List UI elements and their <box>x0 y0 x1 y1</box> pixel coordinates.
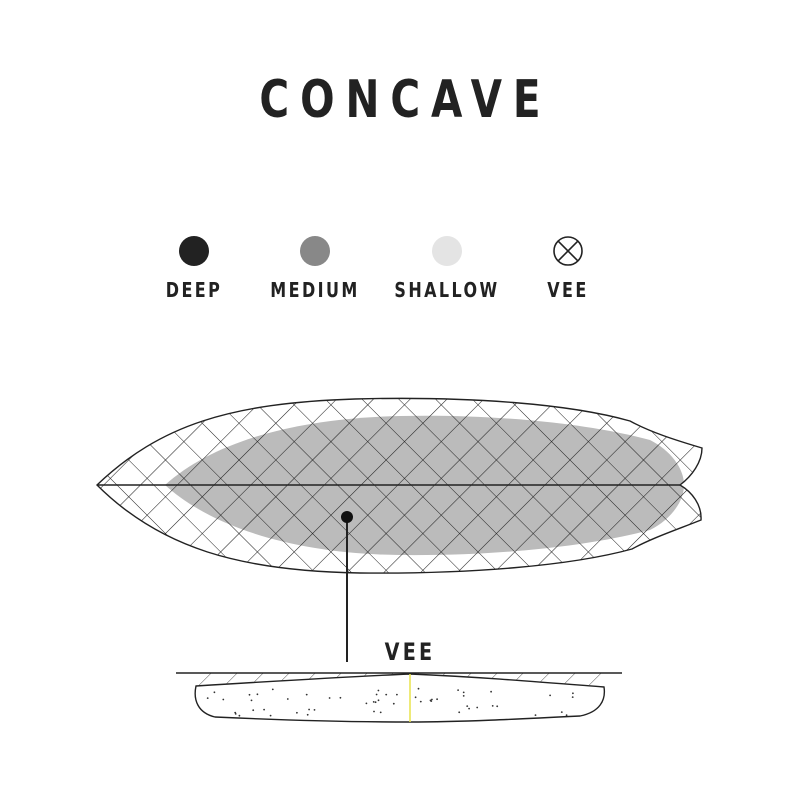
foam-dot <box>466 705 469 707</box>
foam-dot <box>372 701 375 703</box>
foam-dot <box>560 711 563 713</box>
foam-dot <box>549 694 551 697</box>
foam-dot <box>414 696 417 699</box>
foam-dot <box>374 701 377 704</box>
foam-dot <box>431 698 433 701</box>
foam-dot <box>430 700 433 702</box>
foam-dot <box>248 693 251 696</box>
surfboard-planform <box>95 397 703 574</box>
foam-dot <box>238 714 241 717</box>
foam-dot <box>365 702 368 705</box>
crossed-circle-icon <box>553 236 583 266</box>
foam-texture <box>206 687 574 717</box>
foam-dot <box>396 693 398 696</box>
legend-label-deep: DEEP <box>165 278 223 302</box>
foam-dot <box>296 711 298 714</box>
foam-dot <box>572 692 574 695</box>
foam-dot <box>286 698 289 700</box>
cross-section-shape <box>194 673 606 723</box>
foam-dot <box>417 687 420 690</box>
foam-dot <box>256 693 259 696</box>
legend-item-deep: DEEP <box>124 232 264 302</box>
foam-dot <box>234 713 237 715</box>
foam-dot <box>305 693 308 696</box>
foam-dot <box>269 714 272 717</box>
foam-dot <box>313 709 316 711</box>
legend-label-medium: MEDIUM <box>270 278 360 302</box>
foam-dot <box>306 713 309 716</box>
foam-dot <box>263 708 265 711</box>
foam-dot <box>373 710 375 713</box>
foam-dot <box>496 705 499 708</box>
foam-dot <box>491 705 494 707</box>
medium-circle-icon <box>300 236 330 266</box>
legend-item-vee: VEE <box>498 232 638 302</box>
foam-dot <box>271 688 274 691</box>
vee-crosshatch <box>97 398 702 574</box>
foam-dot <box>308 708 310 711</box>
foam-dot <box>252 709 255 712</box>
foam-dot <box>534 714 537 716</box>
foam-dot <box>213 691 216 694</box>
foam-dot <box>565 714 568 717</box>
foam-dot <box>571 696 574 698</box>
foam-dot <box>250 699 253 702</box>
board-cross-section <box>176 672 622 723</box>
legend-label-shallow: SHALLOW <box>394 278 500 302</box>
vee-callout <box>341 511 353 662</box>
concave-legend: DEEP MEDIUM SHALLOW VEE <box>0 232 800 312</box>
foam-dot <box>377 699 380 702</box>
foam-dot <box>457 689 459 691</box>
foam-dot <box>468 707 470 710</box>
foam-dot <box>385 693 388 696</box>
foam-dot <box>462 691 465 694</box>
legend-label-vee: VEE <box>547 278 589 302</box>
legend-item-shallow: SHALLOW <box>377 232 517 302</box>
foam-dot <box>206 697 209 699</box>
callout-dot <box>341 511 353 523</box>
foam-dot <box>375 693 378 696</box>
foam-dot <box>419 700 422 703</box>
foam-dot <box>328 697 331 699</box>
foam-dot <box>377 689 380 692</box>
foam-dot <box>222 698 225 701</box>
foam-dot <box>436 698 438 701</box>
cross-section-label: VEE <box>384 638 436 666</box>
board-outline <box>95 397 703 574</box>
deep-circle-icon <box>179 236 209 266</box>
foam-dot <box>392 702 395 705</box>
foam-dot <box>379 711 382 714</box>
foam-dot <box>339 696 342 699</box>
page-title: CONCAVE <box>259 70 552 130</box>
foam-dot <box>458 711 461 714</box>
foam-dot <box>476 706 479 709</box>
legend-item-medium: MEDIUM <box>245 232 385 302</box>
shallow-circle-icon <box>432 236 462 266</box>
foam-dot <box>462 695 465 697</box>
foam-dot <box>490 690 492 693</box>
